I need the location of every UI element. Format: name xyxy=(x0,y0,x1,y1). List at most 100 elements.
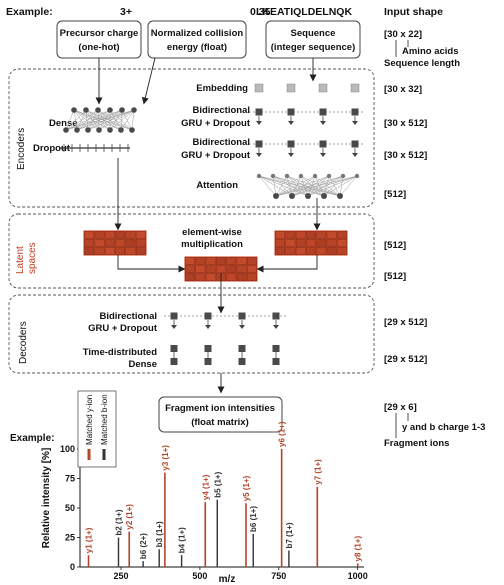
td-dense-node xyxy=(170,358,178,365)
latent-shape-2: [512] xyxy=(384,271,406,282)
encoder-gru1-line1: Bidirectional xyxy=(192,105,250,116)
precursor-charge-line1: Precursor charge xyxy=(60,28,139,39)
dense-node xyxy=(74,127,80,133)
dense-node xyxy=(63,127,69,133)
decoders-section xyxy=(8,294,375,374)
legend-label-y: Matched y-ion xyxy=(85,395,94,445)
charge-example-value: 3+ xyxy=(120,6,132,18)
collision-energy-line2: energy (float) xyxy=(167,42,227,53)
sequence-length-label: Sequence length xyxy=(384,58,460,69)
output-shape: [29 x 6] xyxy=(384,402,417,413)
encoder-gru1-cell xyxy=(319,108,327,116)
td-dense-node xyxy=(170,345,178,352)
dense-node xyxy=(95,107,101,113)
peak-label-y3: y3 (1+) xyxy=(161,445,170,471)
embedding-node xyxy=(254,83,264,93)
decoder-gru-shape: [29 x 512] xyxy=(384,317,427,328)
peak-label-y4: y4 (1+) xyxy=(201,474,210,500)
encoder-gru1-graph xyxy=(249,108,365,125)
energy-example-value: 0.35 xyxy=(250,6,271,18)
td-dense-node xyxy=(272,345,280,352)
spectrum-chart: Example: Relative intensity [%] m/z 0255… xyxy=(10,390,368,585)
sequence-example-value: LKEATIQLDELNQK xyxy=(256,6,352,18)
attention-node xyxy=(321,193,327,199)
peak-label-y8: y8 (1+) xyxy=(354,536,363,562)
x-tick-label: 250 xyxy=(114,571,129,581)
encoder-gru1-cell xyxy=(351,108,359,116)
attention-layer-graph xyxy=(256,173,360,199)
attention-node xyxy=(289,193,295,199)
peak-label-b7: b7 (1+) xyxy=(285,522,294,548)
latent-vector-left xyxy=(83,230,147,256)
x-axis-label: m/z xyxy=(219,574,236,585)
dense-label: Dense xyxy=(49,118,78,129)
dense-node xyxy=(118,127,124,133)
peak-label-b4: b4 (1+) xyxy=(178,527,187,553)
dense-node xyxy=(85,127,91,133)
peak-label-y7: y7 (1+) xyxy=(313,459,322,485)
fragment-ions-label: Fragment ions xyxy=(384,438,449,449)
collision-energy-input-box: Normalized collision energy (float) xyxy=(147,20,247,59)
attention-node xyxy=(305,193,311,199)
embedding-label: Embedding xyxy=(196,83,248,94)
output-title-line1: Fragment ion intensities xyxy=(165,403,275,414)
embedding-node xyxy=(286,83,296,93)
peak-label-y2: y2 (1+) xyxy=(125,504,134,530)
latent-vector-product xyxy=(184,256,258,282)
y-tick-label: 0 xyxy=(70,562,75,572)
encoder-gru2-line1: Bidirectional xyxy=(192,137,250,148)
collision-energy-line1: Normalized collision xyxy=(151,28,244,39)
encoder-gru1-shape: [30 x 512] xyxy=(384,118,427,129)
attention-node xyxy=(340,173,346,179)
attention-node xyxy=(298,173,304,179)
peak-label-b5: b5 (1+) xyxy=(213,471,222,497)
latent-vector-right xyxy=(274,230,348,256)
encoder-gru2-cell xyxy=(319,140,327,148)
decoder-gru-cell xyxy=(204,312,212,320)
decoder-gru-cell xyxy=(272,312,280,320)
x-tick-label: 500 xyxy=(192,571,207,581)
decoder-gru-line1: Bidirectional xyxy=(99,311,157,322)
y-tick-label: 50 xyxy=(65,503,75,513)
latent-section-label-1: Latent xyxy=(15,246,26,274)
peak-label-b2: b2 (1+) xyxy=(114,509,123,535)
time-distributed-shape: [29 x 512] xyxy=(384,354,427,365)
sequence-line1: Sequence xyxy=(291,28,336,39)
attention-node xyxy=(312,173,318,179)
y-tick-label: 25 xyxy=(65,533,75,543)
y-tick-label: 75 xyxy=(65,474,75,484)
attention-node xyxy=(256,173,262,179)
decoder-gru-cell xyxy=(170,312,178,320)
time-distributed-line2: Dense xyxy=(128,359,157,370)
time-distributed-line1: Time-distributed xyxy=(83,347,157,358)
attention-node xyxy=(354,173,360,179)
input-shape-label: Input shape xyxy=(384,6,443,18)
attention-shape: [512] xyxy=(384,189,406,200)
peak-label-b3: b3 (1+) xyxy=(155,521,164,547)
dense-node xyxy=(107,127,113,133)
td-dense-node xyxy=(238,345,246,352)
chart-peaks: y1 (1+)b2 (1+)y2 (1+)b6 (2+)b3 (1+)y3 (1… xyxy=(85,421,363,567)
encoder-gru1-cell xyxy=(255,108,263,116)
peak-label-y1: y1 (1+) xyxy=(85,527,94,553)
amino-acids-label: Amino acids xyxy=(402,46,459,57)
y-tick-label: 100 xyxy=(60,444,75,454)
decoder-gru-graph xyxy=(164,312,286,329)
td-dense-node xyxy=(272,358,280,365)
td-dense-node xyxy=(204,345,212,352)
time-distributed-dense-graph xyxy=(170,345,280,365)
latent-section-label-2: spaces xyxy=(27,242,38,274)
example-label: Example: xyxy=(6,6,53,18)
attention-node xyxy=(273,193,279,199)
dense-node xyxy=(96,127,102,133)
td-dense-node xyxy=(204,358,212,365)
embedding-node xyxy=(318,83,328,93)
multiplication-label-1: element-wise xyxy=(182,227,242,238)
fragment-ion-output-box: Fragment ion intensities (float matrix) xyxy=(158,396,283,433)
td-dense-node xyxy=(238,358,246,365)
encoder-gru1-line2: GRU + Dropout xyxy=(181,118,251,129)
peak-label-y6: y6 (1+) xyxy=(278,421,287,447)
precursor-charge-line2: (one-hot) xyxy=(78,42,119,53)
encoder-gru2-graph xyxy=(249,140,365,157)
